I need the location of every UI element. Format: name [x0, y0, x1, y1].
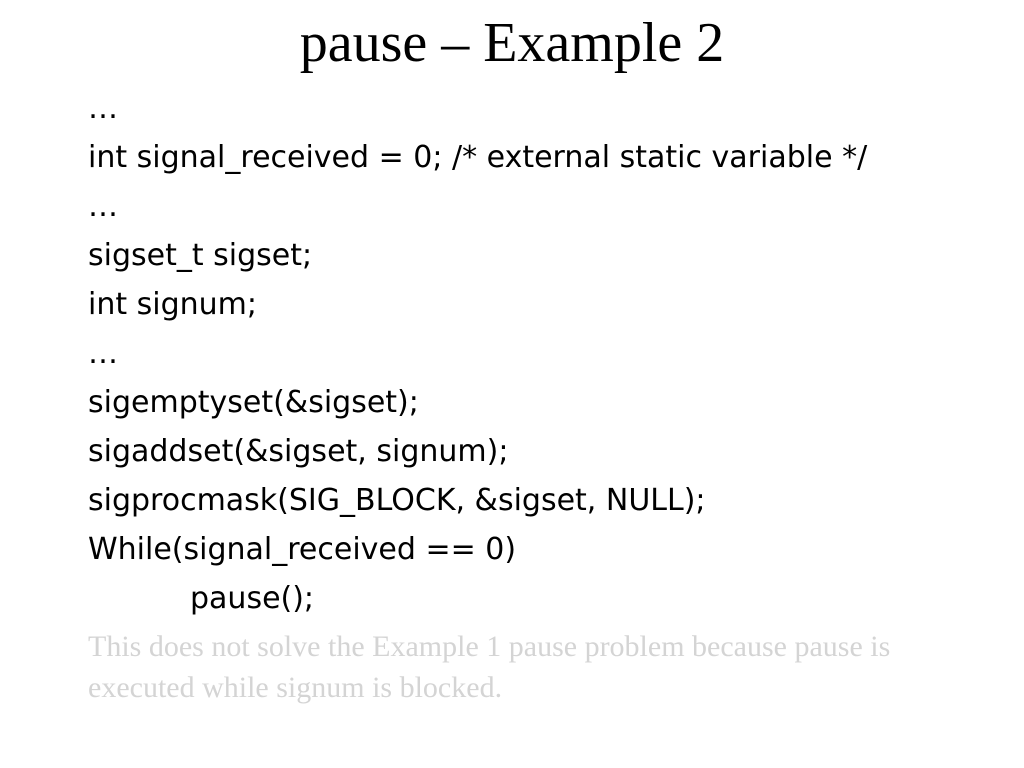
- code-line-while: While(signal_received == 0): [88, 532, 517, 567]
- code-line-sigaddset: sigaddset(&sigset, signum);: [88, 434, 509, 469]
- code-line-sigset-decl: sigset_t sigset;: [88, 238, 313, 273]
- code-line-ellipsis-1: …: [88, 91, 118, 126]
- code-line-ellipsis-3: …: [88, 336, 118, 371]
- code-line-sigprocmask: sigprocmask(SIG_BLOCK, &sigset, NULL);: [88, 483, 706, 518]
- code-line-pause-call: pause();: [190, 581, 315, 616]
- code-line-signal-received-decl: int signal_received = 0; /* external sta…: [88, 140, 868, 175]
- note-line-1: This does not solve the Example 1 pause …: [88, 630, 891, 663]
- code-line-signum-decl: int signum;: [88, 287, 258, 322]
- code-line-sigemptyset: sigemptyset(&sigset);: [88, 385, 419, 420]
- code-line-ellipsis-2: …: [88, 189, 118, 224]
- code-block: … int signal_received = 0; /* external s…: [88, 84, 1018, 623]
- slide-title: pause – Example 2: [299, 12, 725, 74]
- explanation-note: This does not solve the Example 1 pause …: [88, 626, 1018, 708]
- note-line-2: executed while signum is blocked.: [88, 671, 503, 704]
